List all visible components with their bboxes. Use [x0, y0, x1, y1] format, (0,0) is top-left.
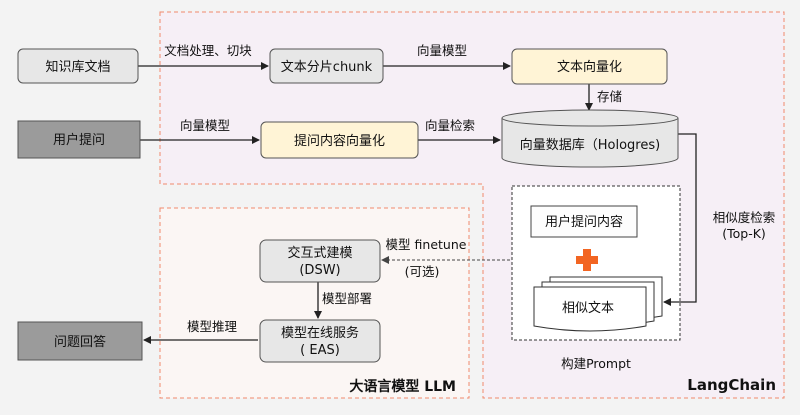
edge-label-finetune: 模型 finetune [386, 237, 467, 252]
edge-label-similarity-search-line2: (Top-K) [722, 226, 766, 241]
plus-icon [576, 249, 598, 271]
node-kb-docs-label: 知识库文档 [45, 59, 110, 75]
node-answer: 问题回答 [17, 321, 143, 361]
node-user-question-content-label: 用户提问内容 [545, 214, 623, 230]
node-eas-label-line2: ( EAS) [300, 343, 340, 358]
edge-db-to-similar-text [663, 133, 697, 306]
node-question-vectorize: 提问内容向量化 [260, 121, 419, 159]
edge-label-vector-model-2: 向量模型 [180, 118, 230, 133]
region-label-llm: 大语言模型 LLM [349, 378, 456, 395]
node-text-vectorize: 文本向量化 [511, 48, 668, 85]
node-text-vectorize-label: 文本向量化 [557, 59, 622, 75]
node-answer-label: 问题回答 [54, 334, 106, 350]
edge-label-deploy: 模型部署 [322, 291, 372, 306]
edge-label-similarity-search-line1: 相似度检索 [713, 210, 776, 225]
edge-label-store: 存储 [597, 89, 622, 104]
node-eas: 模型在线服务 ( EAS) [259, 319, 381, 363]
node-dsw-label-line1: 交互式建模 [287, 245, 352, 261]
node-user-question-content: 用户提问内容 [530, 205, 638, 238]
node-dsw: 交互式建模 (DSW) [259, 239, 381, 283]
edge-label-vector-search: 向量检索 [425, 118, 475, 133]
node-text-chunk-label: 文本分片chunk [281, 60, 373, 75]
node-text-chunk: 文本分片chunk [269, 48, 384, 84]
edge-label-vector-model-1: 向量模型 [417, 43, 467, 58]
node-similar-text-label: 相似文本 [562, 301, 614, 316]
edge-label-optional: (可选) [405, 264, 440, 279]
edge-label-doc-process: 文档处理、切块 [164, 43, 252, 58]
region-label-prompt: 构建Prompt [561, 356, 631, 371]
node-eas-label-line1: 模型在线服务 [281, 325, 359, 341]
node-vector-db-label: 向量数据库（Hologres) [520, 137, 660, 153]
node-similar-text: 相似文本 [533, 276, 663, 332]
node-user-question: 用户提问 [17, 120, 141, 159]
node-user-question-label: 用户提问 [53, 132, 105, 148]
node-vector-db: 向量数据库（Hologres) [501, 109, 679, 168]
region-label-langchain: LangChain [687, 376, 776, 394]
node-question-vectorize-label: 提问内容向量化 [294, 133, 385, 149]
node-kb-docs: 知识库文档 [17, 48, 139, 84]
edge-label-inference: 模型推理 [187, 319, 238, 334]
node-dsw-label-line2: (DSW) [299, 263, 340, 278]
